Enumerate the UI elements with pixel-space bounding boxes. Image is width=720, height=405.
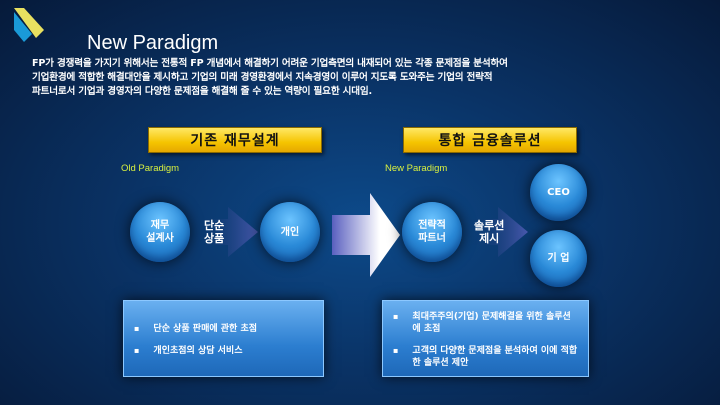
new-arrow-label: 솔루션 제시 [474,219,505,245]
transition-arrow-icon [332,193,400,277]
bullet-item: ▪단순 상품 판매에 관한 초점 [134,324,258,334]
bullet-item: ▪최대주주의(기업) 문제해결을 위한 솔루션 에 초점 [393,312,571,334]
old-heading: 기존 재무설계 [148,127,322,153]
new-paradigm-label: New Paradigm [385,163,448,174]
intro-line: 파트너로서 기업과 경영자의 다양한 문제점을 해결해 줄 수 있는 역량이 필… [32,86,372,97]
intro-line: 기업환경에 적합한 해결대안을 제시하고 기업의 미래 경영환경에서 지속경영이… [32,72,493,83]
old-arrow-label: 단순 상품 [204,219,225,245]
logo-icon [14,8,44,42]
bullet-item: ▪고객의 다양한 문제점을 분석하여 이에 적합한 솔루션 제안 [393,346,578,368]
circle-company: 기 업 [530,230,587,287]
arrow-icon [200,207,258,257]
old-paradigm-label: Old Paradigm [121,163,180,174]
circle-individual: 개인 [260,202,320,262]
arrow-icon [470,207,528,257]
bullet-item: ▪개인초점의 상담 서비스 [134,346,243,356]
intro-text: FP가 경쟁력을 가지기 위해서는 전통적 FP 개념에서 해결하기 어려운 기… [32,57,692,99]
circle-ceo: CEO [530,164,587,221]
circle-financial-planner: 재무 설계사 [130,202,190,262]
old-bullets-panel: ▪단순 상품 판매에 관한 초점 ▪개인초점의 상담 서비스 [123,300,324,377]
new-heading: 통합 금융솔루션 [403,127,577,153]
circle-strategic-partner: 전략적 파트너 [402,202,462,262]
intro-line: FP가 경쟁력을 가지기 위해서는 전통적 FP 개념에서 해결하기 어려운 기… [32,58,508,69]
page-title: New Paradigm [87,32,219,54]
new-bullets-panel: ▪최대주주의(기업) 문제해결을 위한 솔루션 에 초점 ▪고객의 다양한 문제… [382,300,589,377]
